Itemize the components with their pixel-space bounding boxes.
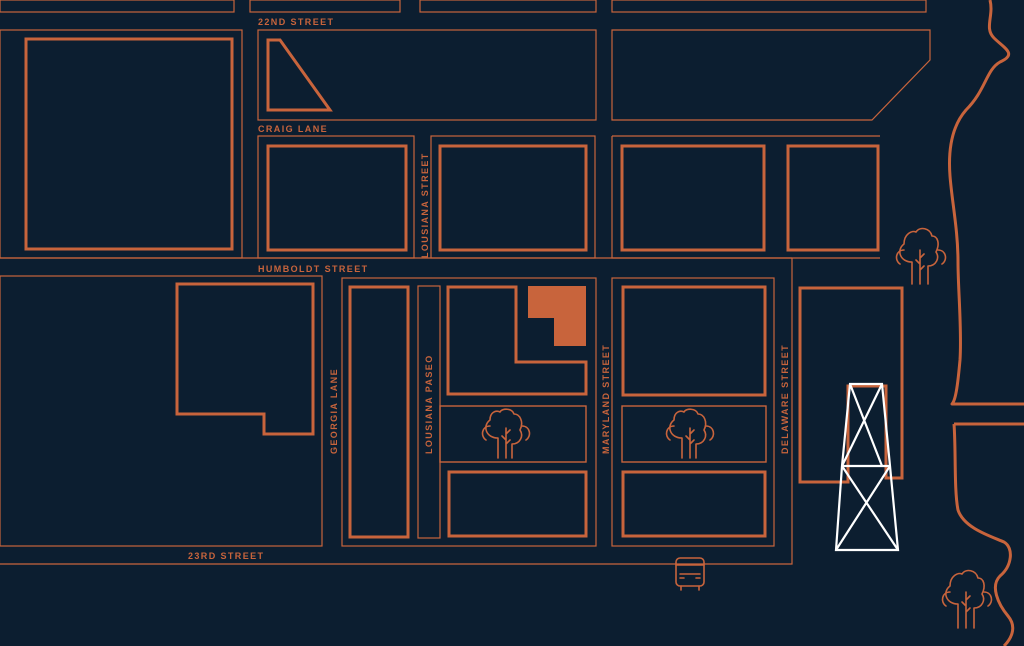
river-edge-south bbox=[952, 422, 1024, 646]
block-maryland-north bbox=[621, 285, 767, 397]
block-georgia-lane-strip bbox=[348, 285, 410, 539]
block-northwest bbox=[24, 37, 234, 251]
label-humboldt-street: HUMBOLDT STREET bbox=[258, 264, 369, 274]
label-georgia-lane: GEORGIA LANE bbox=[329, 368, 339, 454]
block-triangle bbox=[266, 38, 333, 112]
park-tree-icon bbox=[941, 569, 993, 629]
park-tree-icon bbox=[665, 408, 715, 459]
label-lousiana-street: LOUSIANA STREET bbox=[420, 152, 430, 258]
bus-stop-icon[interactable] bbox=[675, 557, 705, 591]
block-lousiana-l bbox=[446, 285, 588, 396]
block-craig-2 bbox=[438, 144, 588, 252]
label-craig-lane: CRAIG LANE bbox=[258, 124, 328, 134]
block-outline-southwest bbox=[0, 275, 323, 547]
block-maryland-south bbox=[621, 470, 767, 538]
park-block-maryland bbox=[621, 405, 767, 463]
park-tree-icon bbox=[481, 408, 531, 459]
label-23rd-street: 23RD STREET bbox=[188, 551, 264, 561]
block-outline-northeast bbox=[611, 29, 931, 121]
block-outline-paseo-block bbox=[341, 277, 597, 547]
label-22nd-street: 22ND STREET bbox=[258, 17, 334, 27]
label-maryland-street: MARYLAND STREET bbox=[601, 344, 611, 454]
park-block-lousiana bbox=[439, 405, 587, 463]
block-craig-4 bbox=[786, 144, 880, 252]
block-georgia bbox=[175, 282, 315, 436]
block-outline-top-4 bbox=[611, 0, 927, 13]
label-lousiana-paseo: LOUSIANA PASEO bbox=[424, 354, 434, 454]
waterfront bbox=[948, 0, 1024, 646]
street-edge-south-east bbox=[0, 258, 793, 565]
block-outline-top-3 bbox=[419, 0, 597, 13]
river-edge-north bbox=[948, 0, 1024, 406]
block-craig-1 bbox=[266, 144, 408, 252]
block-craig-3 bbox=[620, 144, 766, 252]
block-outline-triangle-lot bbox=[257, 29, 597, 121]
block-outline-top-1 bbox=[0, 0, 235, 13]
label-delaware-street: DELAWARE STREET bbox=[780, 344, 790, 454]
landmark-building-icon[interactable] bbox=[834, 382, 900, 552]
block-outline-maryland bbox=[611, 277, 775, 547]
block-lousiana-south bbox=[447, 470, 588, 538]
block-outline-top-2 bbox=[249, 0, 401, 13]
highlighted-property[interactable] bbox=[528, 286, 586, 346]
city-blocks bbox=[24, 37, 904, 539]
park-tree-icon bbox=[895, 227, 947, 285]
block-delaware bbox=[798, 286, 904, 484]
